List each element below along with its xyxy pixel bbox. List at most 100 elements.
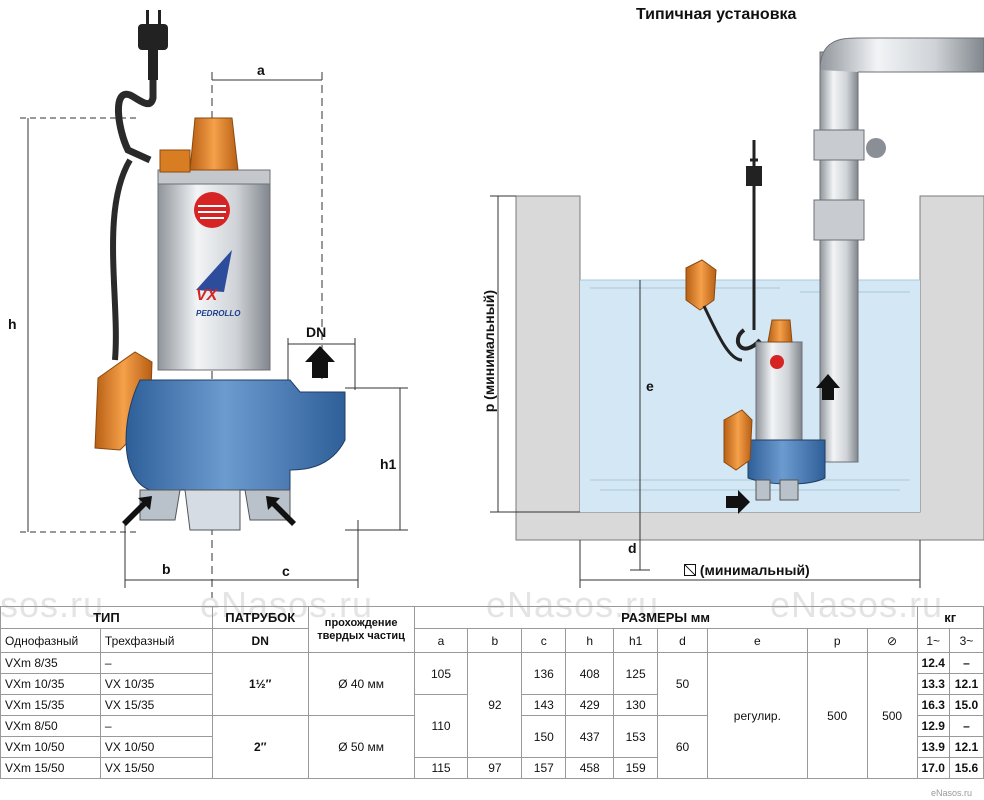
header-dn: DN: [211, 628, 309, 653]
inlet-arrow-right-icon: [266, 496, 296, 526]
dimension-b-c: [124, 520, 359, 588]
flow-arrow-up-icon: [816, 374, 840, 400]
table-cell: 16.3: [916, 694, 950, 716]
header-kg: кг: [916, 606, 984, 629]
label-p: p (минимальный): [481, 290, 497, 413]
table-cell: 17.0: [916, 757, 950, 779]
table-cell: VXm 15/50: [0, 757, 101, 779]
table-cell: 500: [866, 652, 918, 779]
col-h1: h1: [613, 628, 659, 653]
inlet-arrow-left-icon: [122, 496, 152, 526]
col-p: p: [806, 628, 868, 653]
table-cell: 143: [521, 694, 567, 716]
header-three-phase: Трехфазный: [99, 628, 213, 653]
table-cell: 60: [657, 715, 708, 779]
header-type: ТИП: [0, 606, 213, 629]
table-cell: 115: [413, 757, 469, 779]
table-cell: 125: [613, 652, 659, 695]
table-cell: VXm 10/35: [0, 673, 101, 695]
footprint-symbol-icon: [684, 564, 696, 576]
plug-icon: [138, 10, 168, 80]
col-kg1: 1~: [916, 628, 950, 653]
table-cell: VXm 10/50: [0, 736, 101, 758]
table-cell: 408: [565, 652, 615, 695]
table-cell: –: [948, 715, 984, 737]
label-footprint: (минимальный): [684, 562, 810, 578]
label-a: a: [257, 62, 265, 78]
table-cell: 97: [467, 757, 523, 779]
table-cell: VXm 15/35: [0, 694, 101, 716]
table-cell: 12.1: [948, 736, 984, 758]
table-cell: 429: [565, 694, 615, 716]
table-cell: 12.9: [916, 715, 950, 737]
table-cell: 110: [413, 694, 469, 758]
discharge-pipe: [819, 51, 859, 463]
brand-text: PEDROLLO: [196, 309, 241, 318]
table-cell: –: [948, 652, 984, 674]
table-cell: 458: [565, 757, 615, 779]
label-h1: h1: [380, 456, 397, 472]
table-cell: 437: [565, 715, 615, 758]
col-b: b: [467, 628, 523, 653]
table-cell: 15.0: [948, 694, 984, 716]
installation-title: Типичная установка: [636, 6, 797, 23]
table-cell: 12.1: [948, 673, 984, 695]
label-e: e: [646, 378, 654, 394]
table-cell: 92: [467, 652, 523, 758]
header-single-phase: Однофазный: [0, 628, 101, 653]
label-c: c: [282, 563, 290, 579]
col-a: a: [413, 628, 469, 653]
col-d: d: [657, 628, 708, 653]
vx-logo: VX: [196, 287, 219, 304]
table-cell: VX 15/50: [99, 757, 213, 779]
float-switch-low-icon: [723, 409, 753, 471]
label-h: h: [8, 316, 17, 332]
table-cell: –: [99, 715, 213, 737]
label-b: b: [162, 561, 171, 577]
header-patrubok: ПАТРУБОК: [211, 606, 309, 629]
table-cell: 1½″: [211, 652, 309, 716]
outlet-arrow-icon: [305, 346, 335, 378]
pump-volute: [125, 379, 346, 491]
label-d: d: [628, 540, 637, 556]
table-cell: VXm 8/35: [0, 652, 101, 674]
col-footprint: ⊘: [866, 628, 918, 653]
col-e: e: [706, 628, 808, 653]
table-cell: –: [99, 652, 213, 674]
table-cell: 159: [613, 757, 659, 779]
table-cell: 105: [413, 652, 469, 695]
table-cell: 50: [657, 652, 708, 716]
pedrollo-logo-icon: [194, 192, 230, 228]
float-switch-high-icon: [685, 259, 717, 311]
table-cell: 153: [613, 715, 659, 758]
table-cell: 13.3: [916, 673, 950, 695]
installation-drawing: [490, 37, 984, 588]
table-cell: VX 15/35: [99, 694, 213, 716]
table-cell: регулир.: [706, 652, 808, 779]
header-sizes: РАЗМЕРЫ мм: [413, 606, 918, 629]
pump-dimension-drawing: VX PEDROLLO: [20, 10, 408, 600]
table-cell: 136: [521, 652, 567, 695]
table-cell: VX 10/50: [99, 736, 213, 758]
table-cell: Ø 50 мм: [307, 715, 415, 779]
valve-icon: [866, 138, 886, 158]
table-cell: 157: [521, 757, 567, 779]
table-cell: VX 10/35: [99, 673, 213, 695]
table-cell: Ø 40 мм: [307, 652, 415, 716]
table-cell: 13.9: [916, 736, 950, 758]
col-kg3: 3~: [948, 628, 984, 653]
col-c: c: [521, 628, 567, 653]
flow-arrow-in-icon: [726, 490, 750, 514]
label-dn: DN: [306, 324, 327, 340]
table-cell: 150: [521, 715, 567, 758]
table-cell: VXm 8/50: [0, 715, 101, 737]
table-cell: 2″: [211, 715, 309, 779]
table-cell: 500: [806, 652, 868, 779]
footnote-source: eNasos.ru: [930, 788, 972, 798]
col-h: h: [565, 628, 615, 653]
table-cell: 15.6: [948, 757, 984, 779]
dimension-h1: [345, 387, 408, 531]
table-cell: 130: [613, 694, 659, 716]
